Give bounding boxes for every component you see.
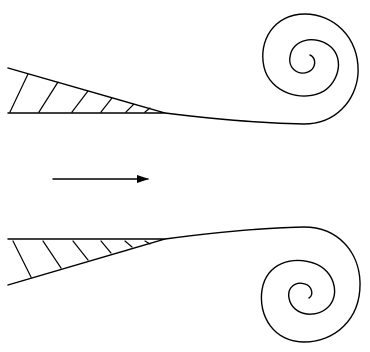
bottom-hatch-line-3 [73, 241, 88, 260]
top-hatch-line-1 [10, 74, 28, 112]
top-hatched-wedge [8, 68, 165, 113]
top-hatch-line-2 [39, 82, 58, 112]
top-hatch-line-5 [126, 104, 134, 112]
bottom-hatched-wedge [8, 239, 165, 285]
top-wedge-upper-edge [8, 68, 165, 113]
bottom-curl-stream [165, 227, 360, 342]
bottom-hatch-line-4 [101, 241, 111, 253]
bottom-hatch-line-5 [125, 241, 132, 247]
bottom-panel [8, 227, 360, 342]
top-curl-stream [165, 14, 358, 124]
top-hatch-line-4 [101, 98, 112, 112]
bottom-hatch-line-2 [43, 241, 61, 268]
top-hatch-line-3 [72, 91, 88, 112]
bottom-wedge-lower-edge [8, 239, 165, 285]
top-panel [8, 14, 358, 124]
bottom-hatch-line-1 [13, 241, 31, 277]
